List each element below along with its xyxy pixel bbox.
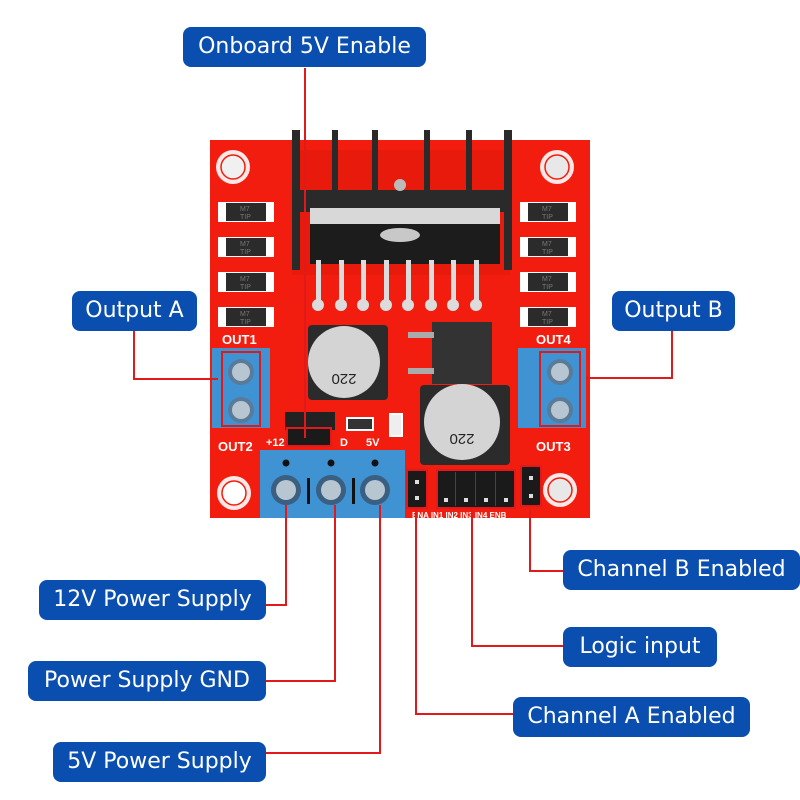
svg-text:220: 220 [449,430,474,447]
svg-text:TIP: TIP [542,319,553,326]
label-onboard-5v-enable: Onboard 5V Enable [183,27,426,67]
svg-text:M7: M7 [240,311,250,318]
label-5v-power-supply: 5V Power Supply [53,742,266,782]
mounting-hole-top-left [216,150,250,184]
capacitor-right: 220 [420,384,510,465]
svg-text:TIP: TIP [542,284,553,291]
leader-gnd [265,505,336,682]
logic-input-header [436,469,516,509]
label-channel-b-enabled: Channel B Enabled [563,550,800,590]
label-channel-a-enabled: Channel A Enabled [513,697,750,737]
svg-text:M7: M7 [542,241,552,248]
label-output-a: Output A [72,291,197,331]
driver-ic-pins [312,260,482,311]
capacitor-left: 220 [308,325,388,400]
mounting-hole-top-right [540,150,574,184]
silk-pin-labels: ENA IN1 IN2 IN3 IN4 ENB [412,511,507,520]
svg-text:M7: M7 [542,276,552,283]
silk-gnd: D [340,437,348,449]
heatsink [292,130,512,275]
power-terminal-block [260,450,405,518]
svg-text:M7: M7 [240,206,250,213]
svg-text:220: 220 [331,370,356,387]
svg-text:M7: M7 [542,311,552,318]
label-power-supply-gnd: Power Supply GND [28,661,266,701]
silk-5v: 5V [366,437,380,449]
leader-lines [133,68,673,754]
ena-jumper-header [406,469,428,509]
label-logic-input: Logic input [563,627,717,667]
power-led [389,413,403,437]
mounting-hole-bottom-left [217,476,251,510]
silk-out2: OUT2 [218,439,253,454]
label-12v-power-supply: 12V Power Supply [39,580,266,620]
svg-text:M7: M7 [240,241,250,248]
silk-out4: OUT4 [536,332,571,347]
leader-channel-b [529,510,565,572]
leader-channel-a [415,510,515,715]
silk-out1: OUT1 [222,332,257,347]
svg-text:TIP: TIP [240,319,251,326]
enb-jumper-header [520,465,542,507]
output-b-terminal [518,348,586,428]
svg-text:M7: M7 [240,276,250,283]
silk-12v: +12 [266,437,285,449]
leader-output-b [586,330,673,379]
svg-text:TIP: TIP [240,284,251,291]
leader-5v [265,505,381,754]
onboard-5v-jumper [285,412,335,447]
leader-logic [471,510,565,647]
svg-text:M7: M7 [542,206,552,213]
leader-12v [265,505,287,606]
svg-text:TIP: TIP [240,249,251,256]
svg-text:TIP: TIP [542,214,553,221]
leader-output-a [133,330,218,380]
mounting-hole-bottom-right [543,473,577,507]
output-a-terminal [212,348,270,428]
voltage-regulator [408,322,492,384]
silk-out3: OUT3 [536,439,571,454]
svg-text:TIP: TIP [542,249,553,256]
svg-text:TIP: TIP [240,214,251,221]
label-output-b: Output B [612,291,735,331]
resistor [346,417,374,431]
